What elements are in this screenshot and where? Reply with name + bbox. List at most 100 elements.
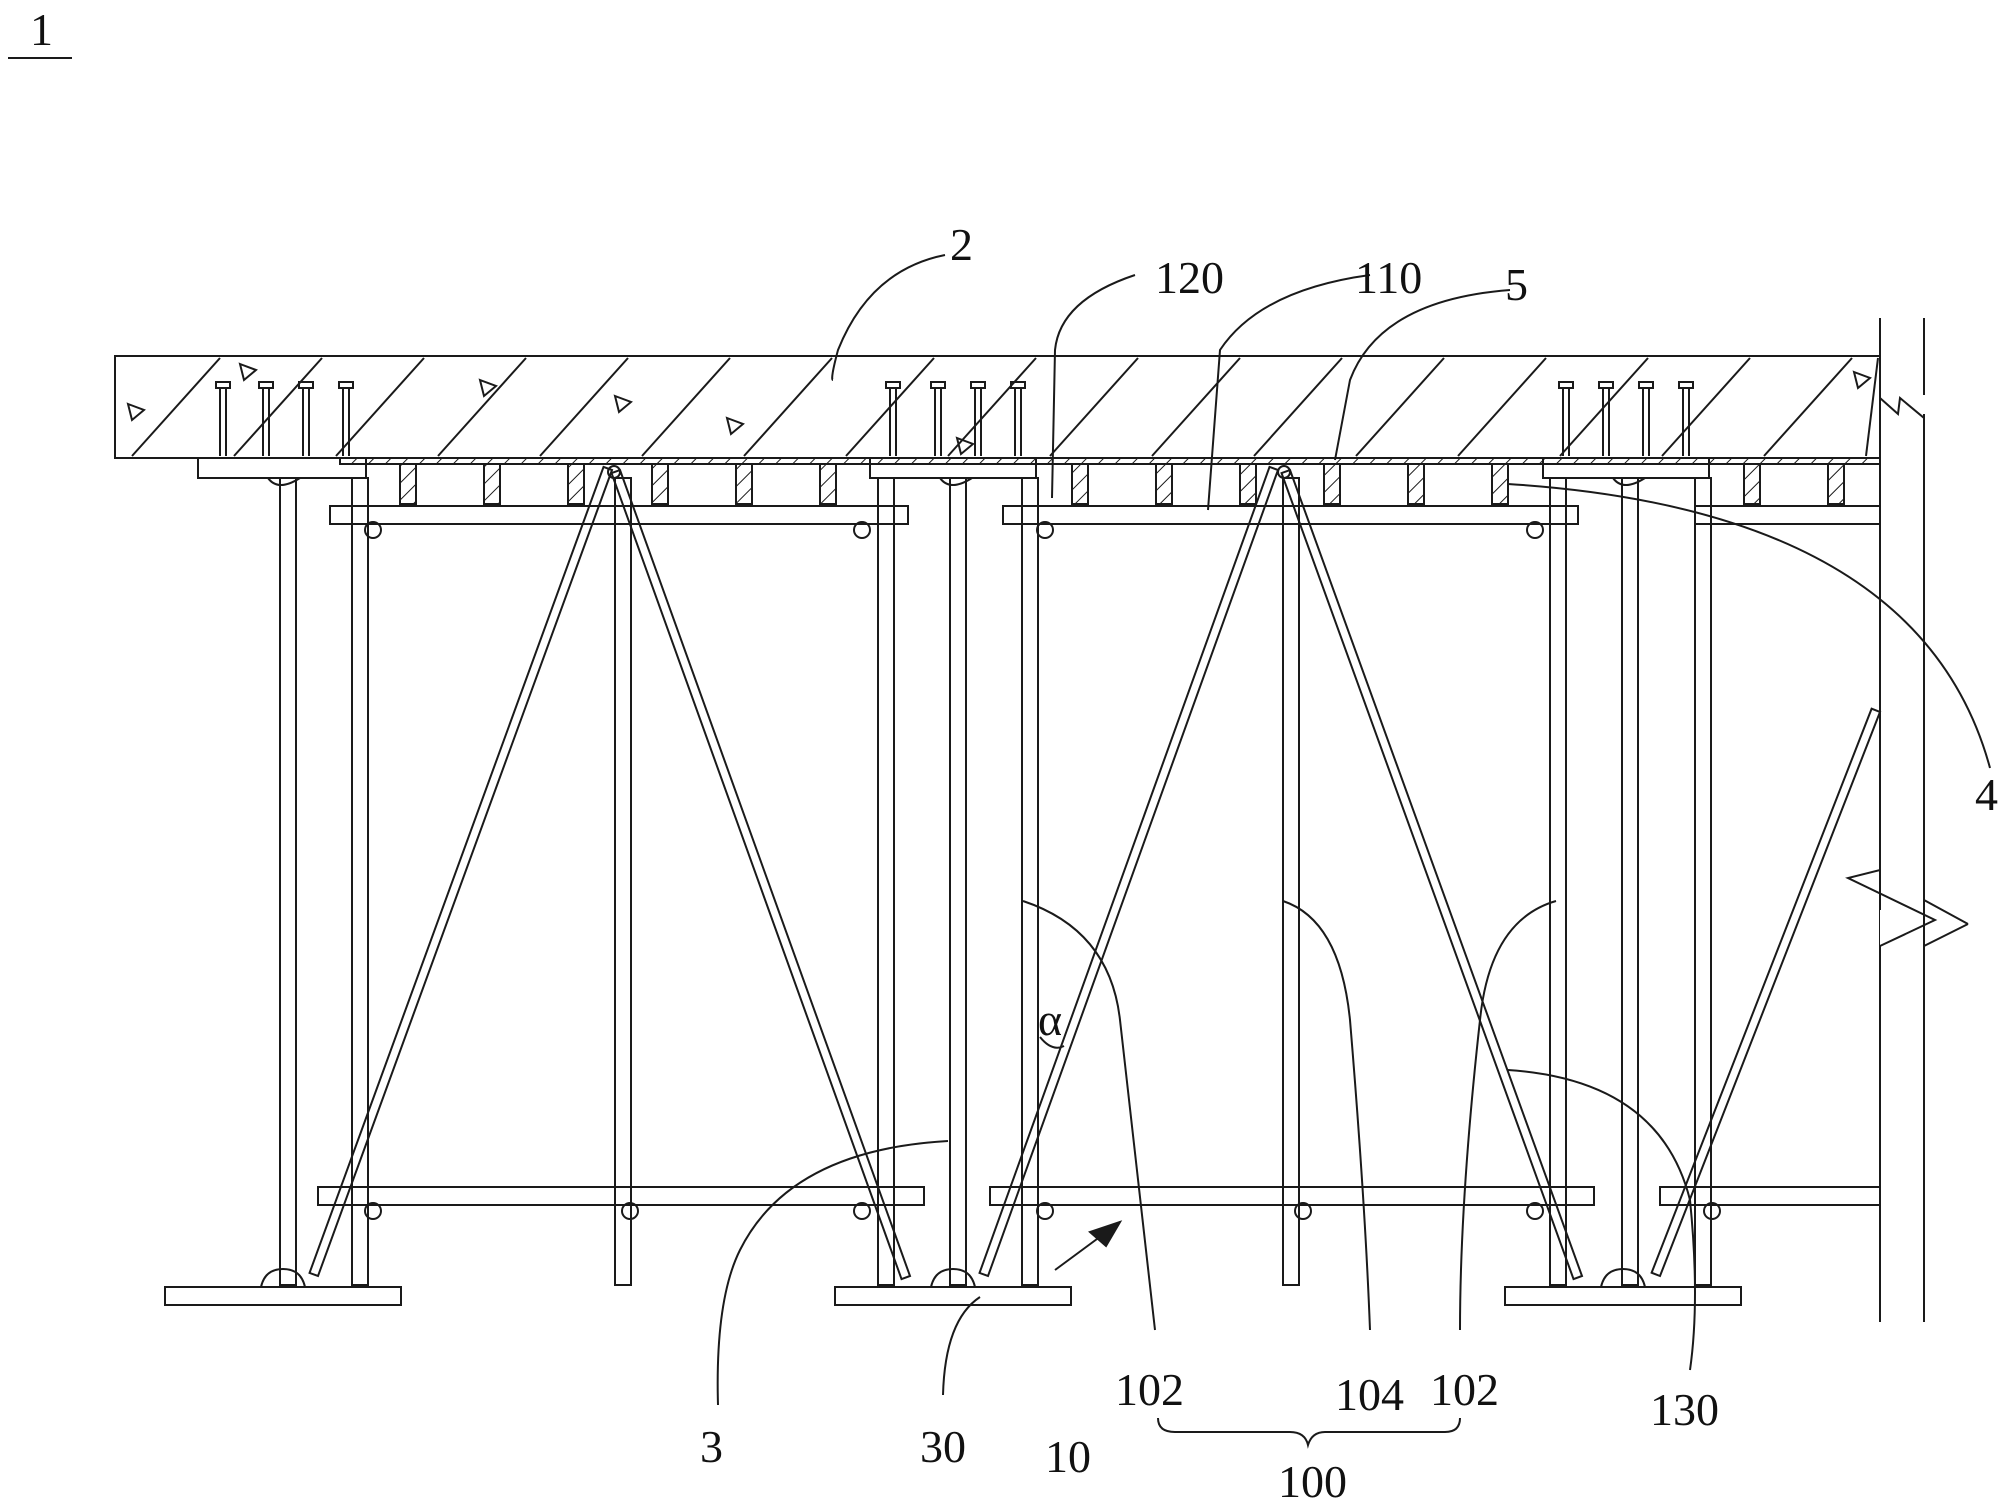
- leader-30: [942, 1296, 981, 1396]
- timber-joist: [819, 463, 837, 505]
- aggregate-mark: [725, 416, 745, 436]
- diagonal-brace: [1650, 707, 1882, 1278]
- leader-120: [1051, 274, 1136, 499]
- upper-break-line: [1879, 396, 1925, 1322]
- vertical-post: [351, 477, 369, 1286]
- label-frame-assembly: 100: [1278, 1456, 1347, 1502]
- pin-connector: [364, 521, 382, 539]
- label-base-plate: 30: [920, 1421, 966, 1472]
- pin-connector: [364, 1202, 382, 1220]
- hatch-line: [1661, 357, 1751, 457]
- label-upright-left: 102: [1115, 1364, 1184, 1415]
- pin-connector: [1703, 1202, 1721, 1220]
- leader-2: [831, 254, 946, 381]
- label-shoring-member: 3: [700, 1421, 723, 1472]
- base-shoe: [1600, 1267, 1646, 1288]
- base-plate: [834, 1286, 1072, 1306]
- timber-joist: [1743, 463, 1761, 505]
- apex-knot: [607, 465, 621, 479]
- pin-connectors: [267, 465, 1721, 1220]
- hatch-line: [743, 357, 833, 457]
- label-top-beam: 110: [1355, 252, 1422, 303]
- label-timber-joist: 4: [1975, 769, 1998, 820]
- hatch-line: [131, 357, 221, 457]
- cross-beam: [329, 505, 909, 525]
- diagonal-brace: [610, 468, 912, 1281]
- stud-head: [1010, 381, 1026, 389]
- base-shoe: [260, 1267, 306, 1288]
- base-shoe: [930, 1267, 976, 1288]
- pin-connector: [1526, 1202, 1544, 1220]
- pin-connector: [853, 521, 871, 539]
- wall-boundary: [1845, 318, 1969, 1322]
- hatch-line: [1253, 357, 1343, 457]
- apex-knot: [1277, 465, 1291, 479]
- hatch-line: [1457, 357, 1547, 457]
- hatch-line: [233, 357, 323, 457]
- hatch-line: [1865, 357, 1879, 457]
- label-angle: α: [1038, 994, 1062, 1045]
- hatch-line: [437, 357, 527, 457]
- diagonal-brace: [978, 465, 1280, 1278]
- leader-102-right: [1459, 900, 1557, 1331]
- timber-joist: [1071, 463, 1089, 505]
- label-diagonal-brace: 130: [1650, 1384, 1719, 1435]
- hatch-line: [539, 357, 629, 457]
- aggregate-mark: [1852, 370, 1872, 390]
- cross-beam: [1694, 505, 1881, 525]
- stud-head: [1558, 381, 1574, 389]
- label-formwork-panel: 5: [1505, 259, 1528, 310]
- timber-joist: [1407, 463, 1425, 505]
- vertical-posts: [279, 477, 1712, 1286]
- hatch-line: [1763, 357, 1853, 457]
- stud-head: [885, 381, 901, 389]
- cross-beam: [1002, 505, 1579, 525]
- leader-130: [1507, 1069, 1696, 1371]
- break-symbol: [1845, 868, 1938, 960]
- leader-3: [716, 1140, 949, 1406]
- angle-arc: [1039, 1036, 1065, 1049]
- post-cap: [267, 477, 301, 486]
- stud-head: [338, 381, 354, 389]
- svg-text:1: 1: [30, 4, 53, 55]
- label-pin-connector: 120: [1155, 252, 1224, 303]
- stud-head: [215, 381, 231, 389]
- hatch-line: [1049, 357, 1139, 457]
- stud-head: [1678, 381, 1694, 389]
- timber-joist: [651, 463, 669, 505]
- concrete-slab: [114, 355, 1881, 459]
- stud-head: [930, 381, 946, 389]
- vertical-post: [1694, 477, 1712, 1286]
- pin-connector: [1294, 1202, 1312, 1220]
- pin-connector: [621, 1202, 639, 1220]
- leader-104: [1282, 900, 1371, 1331]
- pin-connector: [1036, 1202, 1054, 1220]
- timber-joist: [1827, 463, 1845, 505]
- label-upright-middle: 104: [1335, 1369, 1404, 1420]
- diagonal-brace: [1280, 468, 1584, 1281]
- timber-joist: [1323, 463, 1341, 505]
- figure-number: 1: [8, 4, 72, 59]
- anchor-studs: [215, 381, 1694, 456]
- hatch-line: [947, 357, 1037, 457]
- vertical-post: [1621, 477, 1639, 1286]
- aggregate-mark: [126, 402, 146, 422]
- aggregate-mark: [238, 362, 258, 382]
- vertical-post: [279, 477, 297, 1286]
- timber-joist: [483, 463, 501, 505]
- timber-joist: [567, 463, 585, 505]
- label-upright-right: 102: [1430, 1364, 1499, 1415]
- base-plate: [1504, 1286, 1742, 1306]
- slab-hatch-lines: [131, 357, 1879, 457]
- bracket-100: [1157, 1417, 1461, 1449]
- label-support-frame: 10: [1045, 1431, 1091, 1482]
- timber-joist: [1239, 463, 1257, 505]
- arrow-10: [1054, 1220, 1123, 1271]
- aggregate-mark: [613, 394, 633, 414]
- vertical-post: [877, 477, 895, 1286]
- vertical-post: [1549, 477, 1567, 1286]
- timber-joist: [735, 463, 753, 505]
- diagonal-brace: [308, 465, 614, 1278]
- cross-beam: [989, 1186, 1595, 1206]
